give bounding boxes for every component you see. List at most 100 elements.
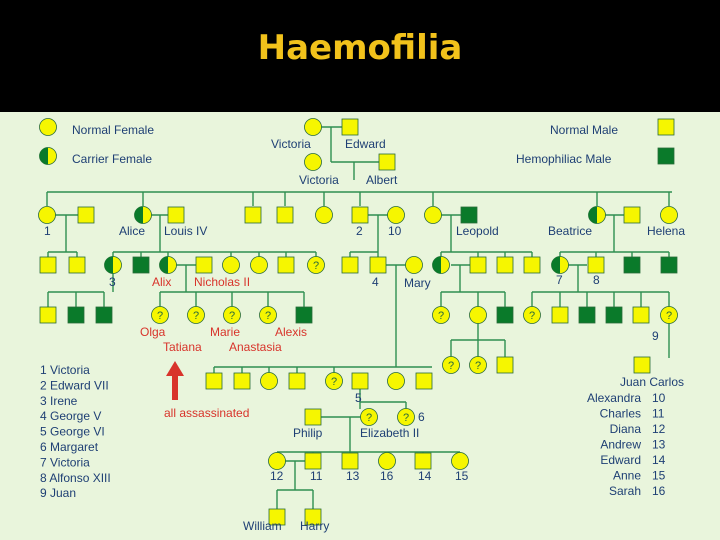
label-4: 4 xyxy=(372,275,379,289)
label-mary: Mary xyxy=(404,276,431,290)
carrier-female-symbol xyxy=(159,256,177,274)
legend-normal-male: Normal Male xyxy=(550,123,618,137)
label-leopold: Leopold xyxy=(456,224,499,238)
slide-title: Haemofilia xyxy=(257,28,463,68)
normal-male-symbol xyxy=(378,153,396,171)
normal-male-symbol xyxy=(351,372,369,390)
hemophiliac-male-symbol xyxy=(295,306,313,324)
label-edward: Edward xyxy=(345,137,386,151)
normal-female-symbol xyxy=(260,372,278,390)
label-marie: Marie xyxy=(210,325,240,339)
key-item: 6 Margaret xyxy=(40,440,99,454)
label-8: 8 xyxy=(593,273,600,287)
svg-text:?: ? xyxy=(666,310,672,322)
legend-carrier-female: Carrier Female xyxy=(72,152,152,166)
possible-carrier-symbol: ? xyxy=(151,306,169,324)
label-6: 6 xyxy=(418,410,425,424)
label-1: 1 xyxy=(44,224,51,238)
normal-male-symbol xyxy=(341,256,359,274)
legend-hemophiliac-male: Hemophiliac Male xyxy=(516,152,612,166)
hemophiliac-male-symbol xyxy=(605,306,623,324)
possible-carrier-symbol: ? xyxy=(223,306,241,324)
svg-text:?: ? xyxy=(366,412,372,424)
normal-female-symbol xyxy=(387,372,405,390)
normal-male-symbol xyxy=(167,206,185,224)
possible-carrier-symbol: ? xyxy=(660,306,678,324)
carrier-female-symbol xyxy=(432,256,450,274)
normal-male-symbol xyxy=(205,372,223,390)
normal-male-symbol xyxy=(414,452,432,470)
label-7: 7 xyxy=(556,273,563,287)
hemophiliac-male-symbol xyxy=(95,306,113,324)
key-item: 5 George VI xyxy=(40,425,105,439)
label-13: 13 xyxy=(346,469,360,483)
svg-text:?: ? xyxy=(313,260,319,272)
key-right-name: Alexandra xyxy=(587,391,641,405)
normal-female-symbol xyxy=(378,452,396,470)
label-victoria: Victoria xyxy=(271,137,311,151)
label-albert: Albert xyxy=(366,173,398,187)
normal-female-symbol xyxy=(387,206,405,224)
svg-text:?: ? xyxy=(265,310,271,322)
label-louis: Louis IV xyxy=(164,224,207,238)
normal-male-symbol xyxy=(195,256,213,274)
label-16: 16 xyxy=(380,469,394,483)
pedigree-lines xyxy=(46,126,672,510)
label-alexis: Alexis xyxy=(275,325,307,339)
label-nicholas: Nicholas II xyxy=(194,275,250,289)
svg-text:?: ? xyxy=(448,360,454,372)
svg-text:?: ? xyxy=(193,310,199,322)
key-right-number: 11 xyxy=(652,407,665,421)
normal-female-symbol xyxy=(405,256,423,274)
possible-carrier-symbol: ? xyxy=(259,306,277,324)
hemophiliac-male-symbol xyxy=(132,256,150,274)
key-right-number: 12 xyxy=(652,422,666,436)
normal-male-symbol xyxy=(244,206,262,224)
normal-female-symbol xyxy=(304,118,322,136)
svg-text:?: ? xyxy=(529,310,535,322)
possible-carrier-symbol: ? xyxy=(325,372,343,390)
key-item: 8 Alfonso XIII xyxy=(40,471,111,485)
normal-male-symbol xyxy=(304,408,322,426)
normal-male-symbol xyxy=(288,372,306,390)
key-item: 2 Edward VII xyxy=(40,378,109,392)
key-right-name: Diana xyxy=(610,422,642,436)
carrier-female-symbol xyxy=(39,147,57,165)
normal-male-symbol xyxy=(233,372,251,390)
key-item: 9 Juan xyxy=(40,486,76,500)
carrier-female-symbol xyxy=(104,256,122,274)
normal-male-symbol xyxy=(496,356,514,374)
svg-text:?: ? xyxy=(403,412,409,424)
normal-male-symbol xyxy=(587,256,605,274)
label-14: 14 xyxy=(418,469,432,483)
label-olga: Olga xyxy=(140,325,166,339)
label-tatiana: Tatiana xyxy=(163,340,202,354)
label-3: 3 xyxy=(109,275,116,289)
normal-male-symbol xyxy=(39,306,57,324)
normal-male-symbol xyxy=(304,508,322,526)
normal-male-symbol xyxy=(304,452,322,470)
pedigree-chart: ????????????? Normal Female Carrier Fema… xyxy=(0,112,720,540)
normal-male-symbol xyxy=(341,118,359,136)
label-12: 12 xyxy=(270,469,284,483)
key-right-name: Charles xyxy=(600,407,641,421)
key-right-number: 10 xyxy=(652,391,666,405)
label-philip: Philip xyxy=(293,426,323,440)
label-2: 2 xyxy=(356,224,363,238)
carrier-female-symbol xyxy=(588,206,606,224)
label-10: 10 xyxy=(388,224,402,238)
label-victoria-gen2: Victoria xyxy=(299,173,339,187)
svg-text:?: ? xyxy=(438,310,444,322)
hemophiliac-male-symbol xyxy=(578,306,596,324)
label-5: 5 xyxy=(355,391,362,405)
normal-male-symbol xyxy=(415,372,433,390)
normal-male-symbol xyxy=(277,256,295,274)
possible-carrier-symbol: ? xyxy=(397,408,415,426)
normal-female-symbol xyxy=(469,306,487,324)
label-all-assassinated: all assassinated xyxy=(164,406,249,420)
normal-female-symbol xyxy=(250,256,268,274)
red-arrow-icon xyxy=(166,361,184,400)
possible-carrier-symbol: ? xyxy=(523,306,541,324)
